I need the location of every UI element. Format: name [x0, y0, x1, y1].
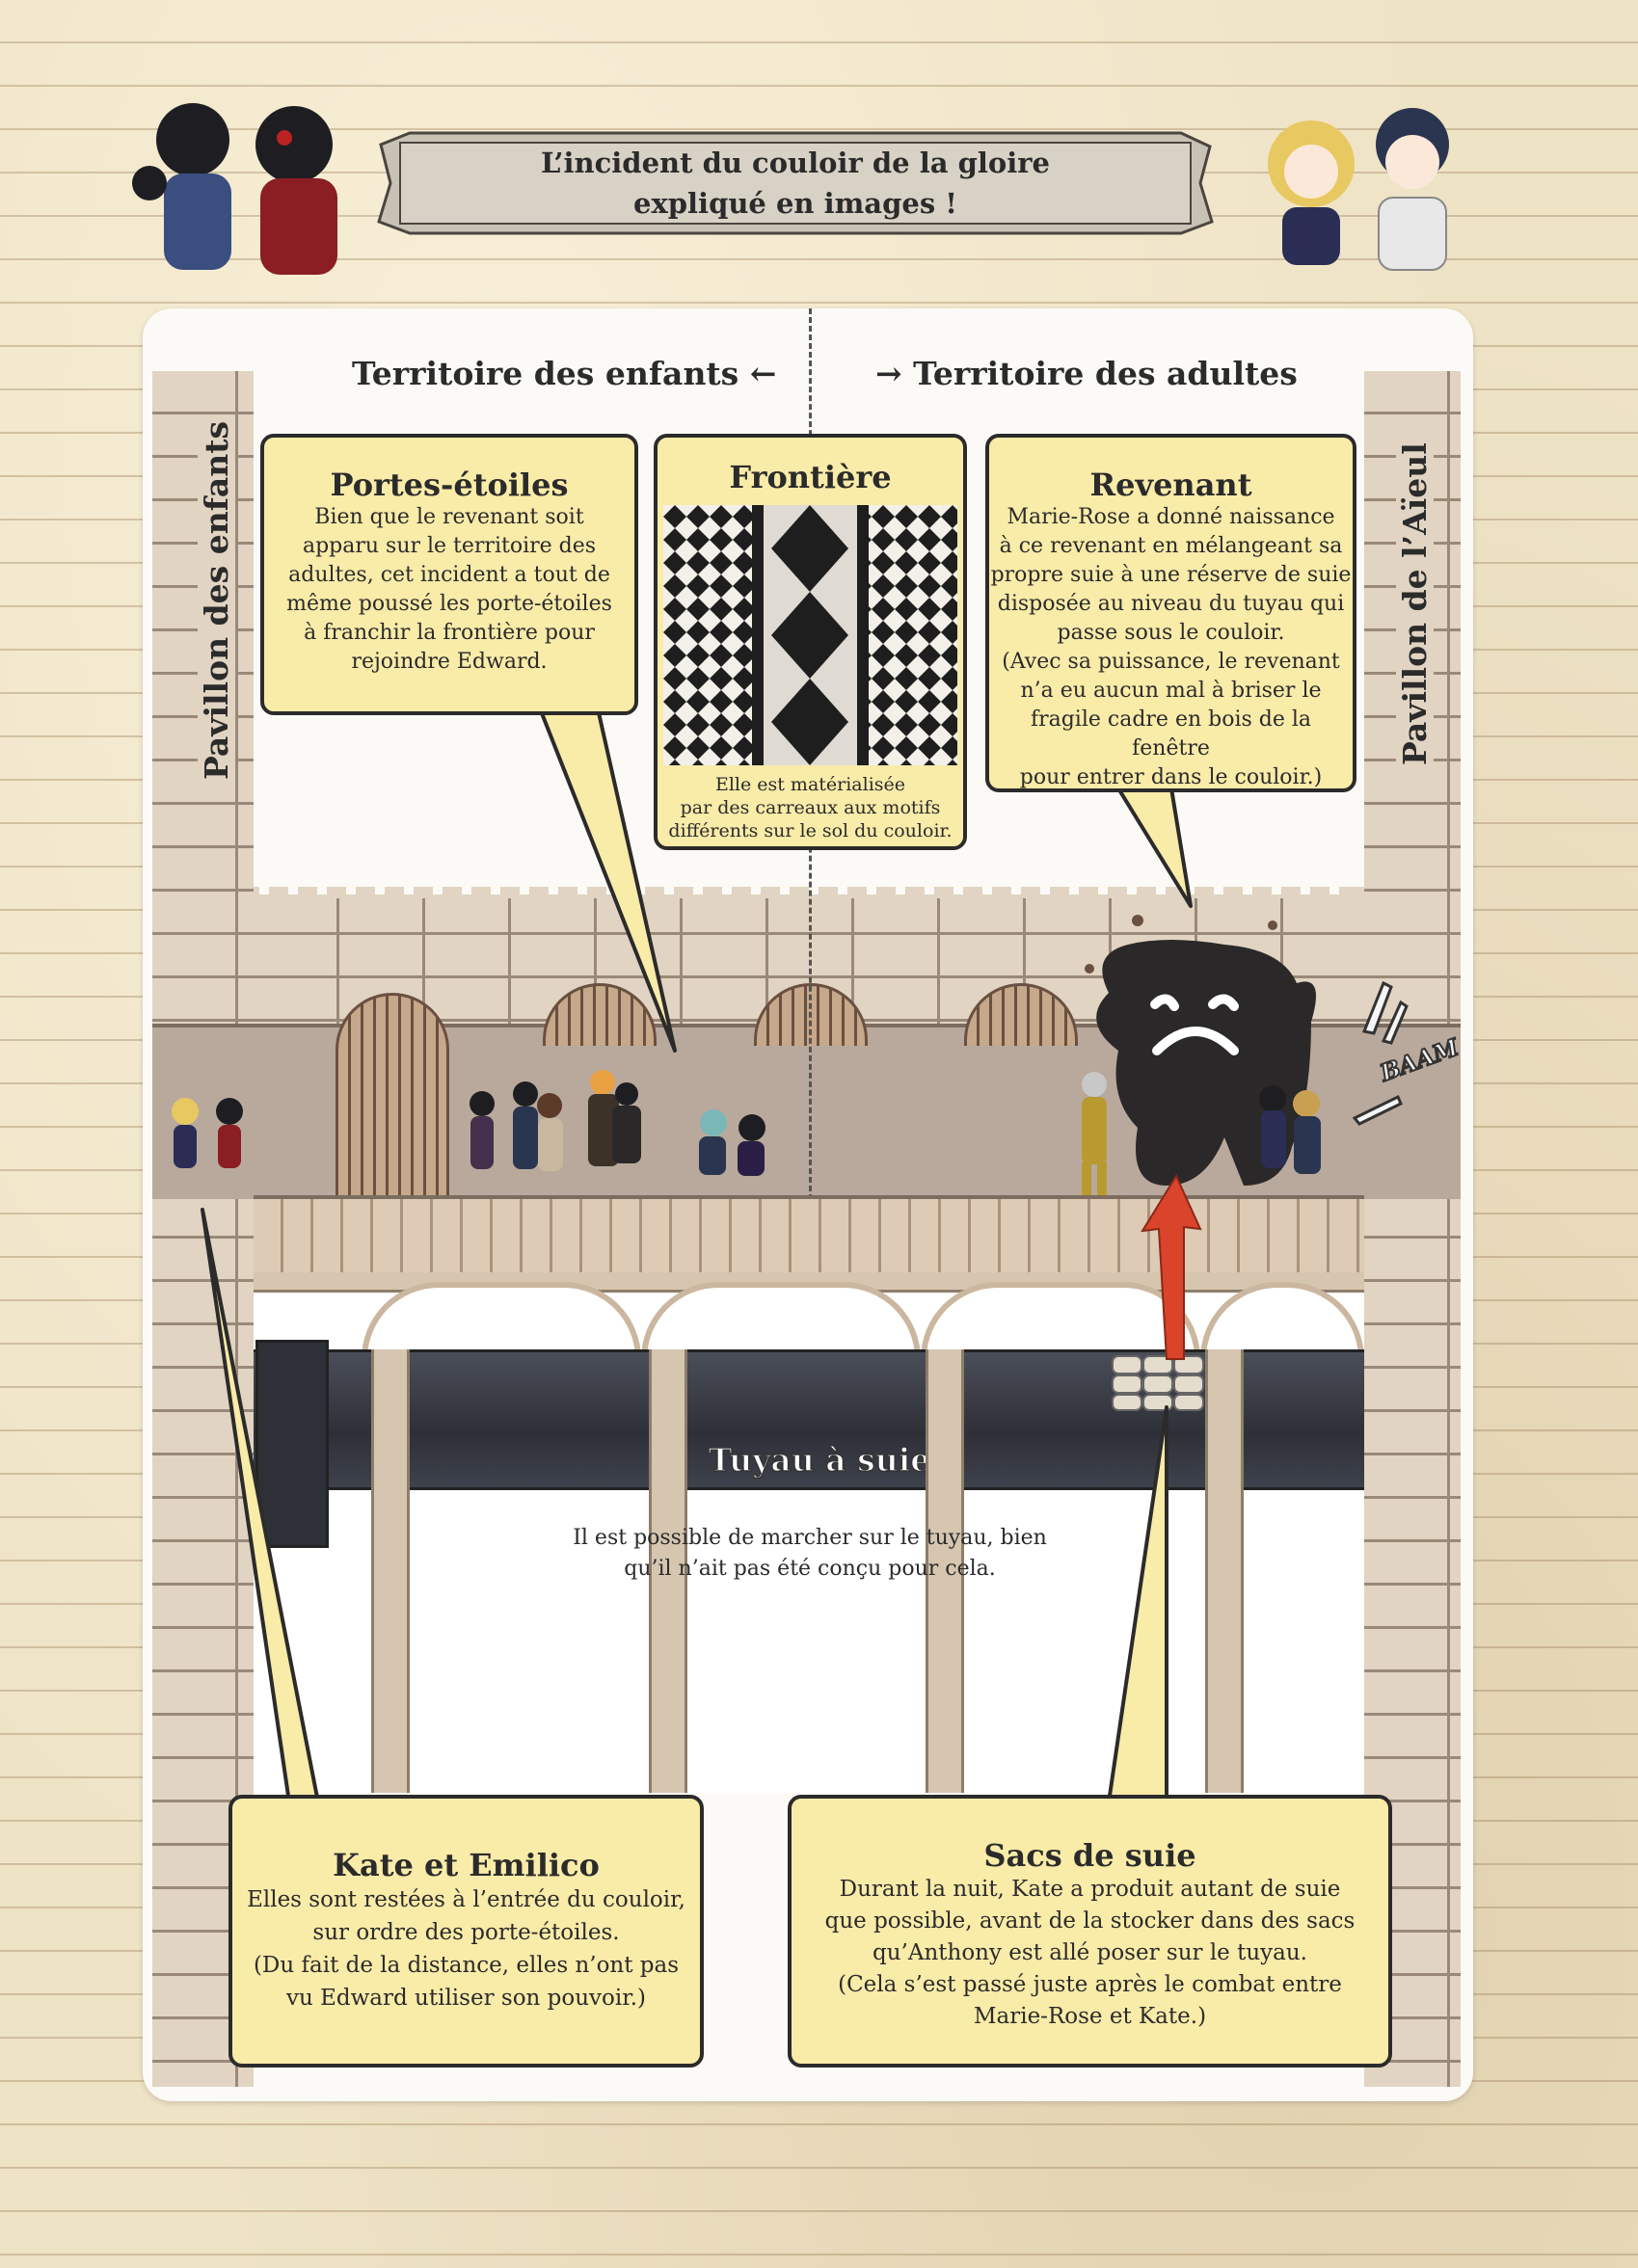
title-banner — [377, 131, 1214, 235]
callout-line: à ce revenant en mélangeant sa — [999, 534, 1343, 558]
arch — [921, 1282, 1200, 1359]
pillar — [371, 1349, 410, 1793]
pipe-note-line1: Il est possible de marcher sur le tuyau,… — [573, 1526, 1047, 1550]
callout-line: apparu sur le territoire des — [302, 534, 597, 558]
territory-children-label: Territoire des enfants ← — [352, 355, 777, 392]
callout-line: différents sur le sol du couloir. — [668, 820, 953, 841]
callout-portes-etoiles: Portes-étoiles Bien que le revenant soit… — [260, 434, 638, 715]
left-pavilion-wall — [152, 371, 254, 2087]
callout-line: vu Edward utiliser son pouvoir.) — [285, 1986, 646, 2011]
header-title-line2: expliqué en images ! — [633, 187, 957, 220]
callout-line: n’a eu aucun mal à briser le — [1020, 679, 1322, 703]
header-title-line1: L’incident du couloir de la gloire — [540, 147, 1051, 179]
callout-title: Sacs de suie — [983, 1837, 1196, 1874]
pillar — [1205, 1349, 1244, 1793]
callout-sacs-de-suie: Sacs de suie Durant la nuit, Kate a prod… — [788, 1795, 1392, 2068]
callout-line: (Cela s’est passé juste après le combat … — [838, 1972, 1342, 1997]
callout-line: qu’Anthony est allé poser sur le tuyau. — [873, 1940, 1307, 1965]
callout-line: adultes, cet incident a tout de — [288, 563, 610, 587]
soot-bags — [1112, 1355, 1204, 1411]
callout-line: sur ordre des porte-étoiles. — [312, 1920, 620, 1945]
callout-frontiere: Frontière Elle est matérialisée par des … — [654, 434, 967, 850]
callout-line: disposée au niveau du tuyau qui — [997, 592, 1345, 616]
impact-lines — [1352, 980, 1409, 1126]
territory-adults-label: → Territoire des adultes — [875, 355, 1298, 392]
characters-walking — [172, 1070, 765, 1176]
shadow-characters-illustration — [132, 103, 337, 275]
anthony-figure — [1082, 1072, 1107, 1198]
callout-line: par des carreaux aux motifs — [680, 797, 941, 818]
callout-line: Bien que le revenant soit — [314, 505, 584, 529]
callout-line: Durant la nuit, Kate a produit autant de… — [839, 1877, 1341, 1902]
pillar — [926, 1349, 964, 1793]
star-bearers-figures — [470, 1070, 765, 1176]
header: L’incident du couloir de la gloire expli… — [0, 0, 1638, 289]
border-tile-pattern — [663, 505, 957, 765]
callout-line: Marie-Rose et Kate.) — [973, 2004, 1207, 2029]
pillar — [649, 1349, 687, 1793]
kate-emilico-figures — [172, 1098, 243, 1168]
callout-line: Elles sont restées à l’entrée du couloir… — [247, 1887, 685, 1912]
living-dolls-illustration — [1268, 108, 1449, 271]
header-title: L’incident du couloir de la gloire expli… — [415, 143, 1176, 224]
callout-title: Revenant — [1089, 467, 1252, 503]
pipe-note-line2: qu’il n’ait pas été conçu pour cela. — [624, 1557, 996, 1581]
pipe-note: Il est possible de marcher sur le tuyau,… — [521, 1523, 1099, 1585]
callout-line: Marie-Rose a donné naissance — [1007, 505, 1335, 529]
callout-line: même poussé les porte-étoiles — [286, 592, 612, 616]
callout-line: Elle est matérialisée — [714, 774, 906, 795]
callout-line: pour entrer dans le couloir.) — [1019, 765, 1323, 789]
callout-line: rejoindre Edward. — [351, 650, 548, 674]
callout-line: passe sous le couloir. — [1057, 621, 1285, 645]
callout-line: propre suie à une réserve de suie — [990, 563, 1352, 587]
callout-line: que possible, avant de la stocker dans d… — [824, 1908, 1356, 1934]
callout-kate-emilico: Kate et Emilico Elles sont restées à l’e… — [228, 1795, 704, 2068]
callout-revenant: Revenant Marie-Rose a donné naissance à … — [985, 434, 1356, 792]
pipe-label: Tuyau à suie — [708, 1440, 931, 1480]
callout-title: Frontière — [729, 459, 892, 495]
corridor-door — [336, 993, 449, 1195]
callout-title: Portes-étoiles — [330, 467, 569, 503]
red-arrow — [1141, 1173, 1202, 1360]
soot-pipe-flange — [255, 1340, 329, 1548]
callout-line: à franchir la frontière pour — [304, 621, 595, 645]
revenant-illustration — [1085, 915, 1321, 1186]
callout-line: (Du fait de la distance, elles n’ont pas — [253, 1953, 680, 1978]
callout-title: Kate et Emilico — [333, 1847, 600, 1883]
arch — [362, 1282, 641, 1359]
callout-line: (Avec sa puissance, le revenant — [1002, 650, 1340, 674]
callout-line: fragile cadre en bois de la fenêtre — [1030, 707, 1312, 760]
